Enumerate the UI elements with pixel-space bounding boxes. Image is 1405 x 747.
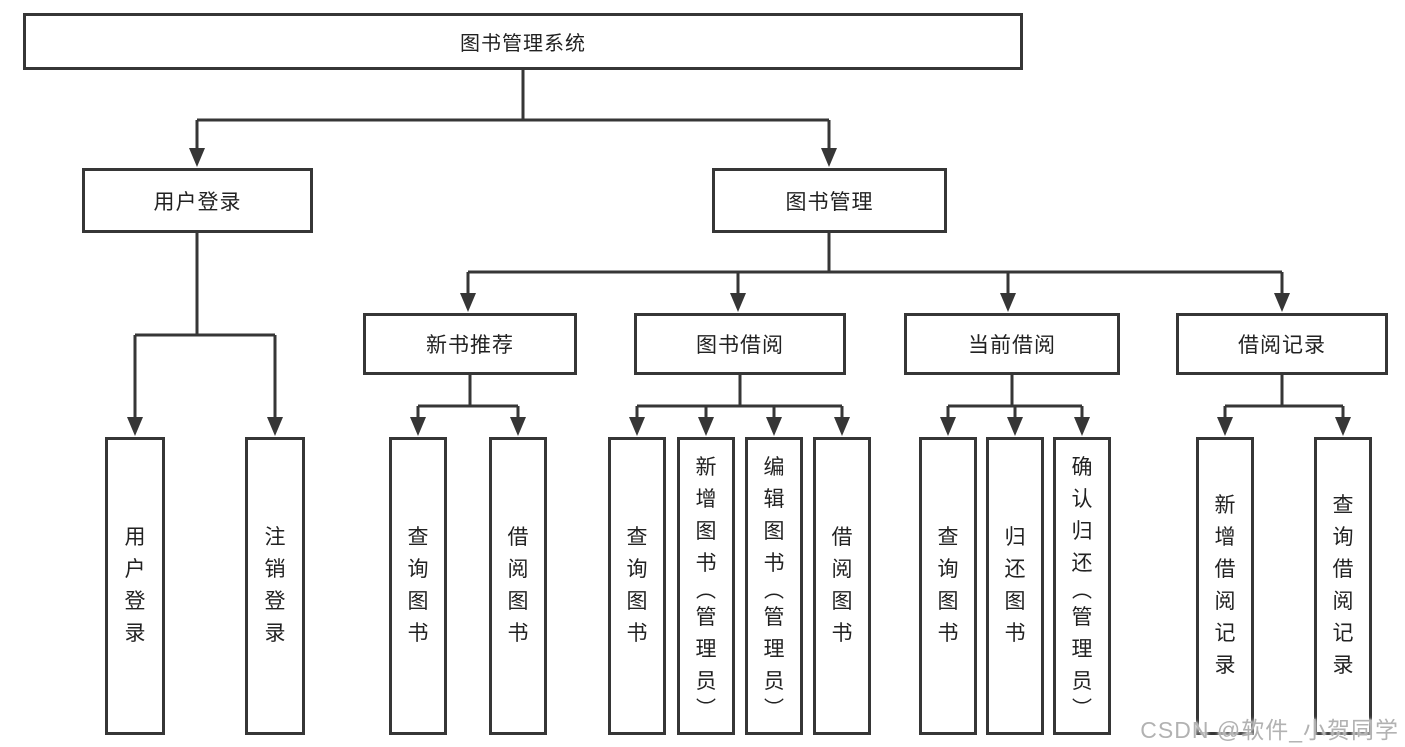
vertical-char: 书 — [626, 622, 648, 645]
vertical-char: 员 — [695, 670, 717, 693]
vertical-char: 理 — [763, 638, 785, 661]
vertical-char: ︶ — [1072, 698, 1092, 720]
vertical-char: 注 — [264, 526, 286, 549]
vertical-char: 管 — [695, 606, 717, 629]
vertical-char: 图 — [937, 590, 959, 613]
vertical-char: 借 — [1332, 558, 1354, 581]
leaf-query-borrow-record: 查询借阅记录 — [1314, 437, 1372, 735]
leaf-add-book-admin: 新增图书 ︵ 管理员 ︶ — [677, 437, 735, 735]
vertical-char: 借 — [831, 526, 853, 549]
vertical-char: 登 — [124, 590, 146, 613]
node-library-management-system: 图书管理系统 — [23, 13, 1023, 70]
leaf-query-books-current: 查询图书 — [919, 437, 977, 735]
node-user-login: 用户登录 — [82, 168, 313, 233]
vertical-char: 认 — [1071, 488, 1093, 511]
vertical-char: 确 — [1071, 456, 1093, 479]
leaf-query-books-borrow: 查询图书 — [608, 437, 666, 735]
vertical-char: 理 — [1071, 638, 1093, 661]
vertical-char: 查 — [937, 526, 959, 549]
vertical-char: 图 — [763, 520, 785, 543]
leaf-borrow-books: 借阅图书 — [813, 437, 871, 735]
vertical-char: 书 — [695, 552, 717, 575]
leaf-edit-book-admin: 编辑图书 ︵ 管理员 ︶ — [745, 437, 803, 735]
vertical-char: 归 — [1004, 526, 1026, 549]
vertical-char: 书 — [763, 552, 785, 575]
vertical-char: 书 — [937, 622, 959, 645]
vertical-char: 管 — [763, 606, 785, 629]
vertical-char: 还 — [1004, 558, 1026, 581]
node-borrowing-records: 借阅记录 — [1176, 313, 1388, 375]
vertical-char: 录 — [124, 622, 146, 645]
vertical-char: 询 — [407, 558, 429, 581]
vertical-char: 阅 — [507, 558, 529, 581]
vertical-char: 借 — [1214, 558, 1236, 581]
leaf-return-book: 归还图书 — [986, 437, 1044, 735]
vertical-char: 阅 — [1214, 590, 1236, 613]
vertical-char: 图 — [695, 520, 717, 543]
vertical-char: 理 — [695, 638, 717, 661]
vertical-char: 阅 — [1332, 590, 1354, 613]
vertical-char: 登 — [264, 590, 286, 613]
vertical-char: 图 — [407, 590, 429, 613]
vertical-char: 查 — [407, 526, 429, 549]
vertical-char: 记 — [1214, 622, 1236, 645]
vertical-char: 新 — [1214, 494, 1236, 517]
vertical-char: 还 — [1071, 552, 1093, 575]
vertical-char: 图 — [831, 590, 853, 613]
vertical-char: 记 — [1332, 622, 1354, 645]
vertical-char: 借 — [507, 526, 529, 549]
vertical-char: ︵ — [764, 580, 784, 602]
vertical-char: 辑 — [763, 488, 785, 511]
vertical-char: ︵ — [1072, 580, 1092, 602]
leaf-borrow-books-recommend: 借阅图书 — [489, 437, 547, 735]
vertical-char: 录 — [1214, 654, 1236, 677]
leaf-logout: 注销登录 — [245, 437, 305, 735]
vertical-char: 书 — [507, 622, 529, 645]
vertical-char: 查 — [1332, 494, 1354, 517]
vertical-char: ︶ — [696, 698, 716, 720]
vertical-char: ︵ — [696, 580, 716, 602]
vertical-char: 管 — [1071, 606, 1093, 629]
vertical-char: ︶ — [764, 698, 784, 720]
vertical-char: 录 — [264, 622, 286, 645]
node-new-book-recommendation: 新书推荐 — [363, 313, 577, 375]
vertical-char: 员 — [1071, 670, 1093, 693]
vertical-char: 书 — [407, 622, 429, 645]
vertical-char: 户 — [124, 558, 146, 581]
vertical-char: 归 — [1071, 520, 1093, 543]
leaf-confirm-return-admin: 确认归还 ︵ 管理员 ︶ — [1053, 437, 1111, 735]
vertical-char: 询 — [937, 558, 959, 581]
vertical-char: 用 — [124, 526, 146, 549]
vertical-char: 询 — [1332, 526, 1354, 549]
csdn-watermark: CSDN @软件_小贺同学 — [1140, 717, 1399, 743]
leaf-query-books-recommend: 查询图书 — [389, 437, 447, 735]
vertical-char: 查 — [626, 526, 648, 549]
vertical-char: 员 — [763, 670, 785, 693]
node-book-management: 图书管理 — [712, 168, 947, 233]
leaf-user-login: 用户登录 — [105, 437, 165, 735]
vertical-char: 阅 — [831, 558, 853, 581]
leaf-add-borrow-record: 新增借阅记录 — [1196, 437, 1254, 735]
vertical-char: 图 — [1004, 590, 1026, 613]
vertical-char: 书 — [831, 622, 853, 645]
vertical-char: 书 — [1004, 622, 1026, 645]
vertical-char: 新 — [695, 456, 717, 479]
vertical-char: 编 — [763, 456, 785, 479]
vertical-char: 增 — [1214, 526, 1236, 549]
vertical-char: 图 — [507, 590, 529, 613]
vertical-char: 增 — [695, 488, 717, 511]
node-book-borrowing: 图书借阅 — [634, 313, 846, 375]
vertical-char: 录 — [1332, 654, 1354, 677]
vertical-char: 图 — [626, 590, 648, 613]
vertical-char: 销 — [264, 558, 286, 581]
node-current-borrowing: 当前借阅 — [904, 313, 1120, 375]
vertical-char: 询 — [626, 558, 648, 581]
